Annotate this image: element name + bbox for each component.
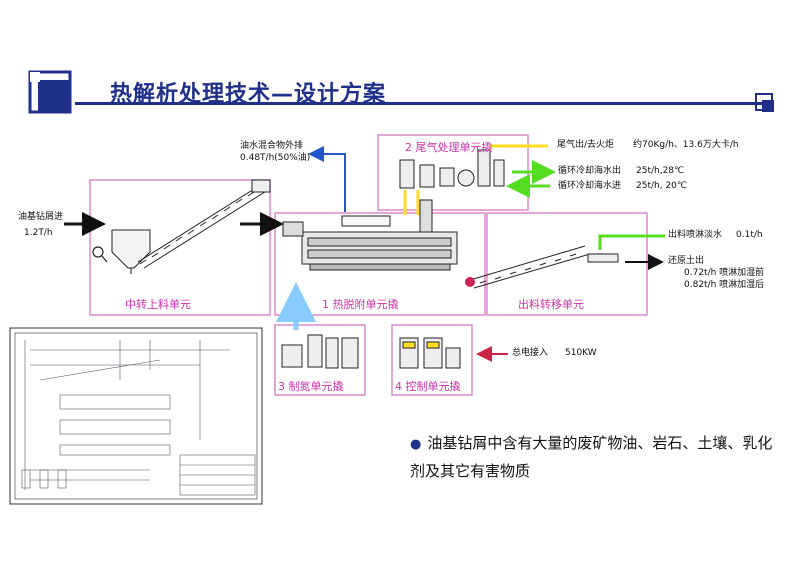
unit-box-discharge [486, 212, 648, 316]
label-cool-out: 循环冷却海水出 [558, 166, 622, 176]
label-feed-in-value: 1.2T/h [24, 228, 53, 238]
feed-hopper [111, 229, 151, 274]
label-soil-after: 0.82t/h 喷淋加湿后 [684, 280, 765, 290]
unit-box-feed [89, 179, 271, 316]
nitrogen-equipment [281, 334, 359, 369]
exhaust-equipment [399, 149, 505, 215]
header-logo-icon [28, 70, 72, 114]
label-cool-out-value: 25t/h,28℃ [636, 166, 685, 176]
label-exhaust: 尾气出/去火炬 [557, 140, 615, 150]
thermal-desorption-drum [282, 199, 458, 271]
control-equipment [399, 337, 461, 369]
title-underline [75, 102, 765, 105]
unit-label-nitrogen: 3 制氮单元撬 [278, 380, 344, 393]
bullet-point: ●油基钻屑中含有大量的废矿物油、岩石、土壤、乳化剂及其它有害物质 [410, 430, 780, 484]
unit-box-nitrogen [274, 324, 366, 396]
label-oil-out-value: 0.48T/h(50%油) [240, 153, 311, 163]
label-power: 总电接入 [512, 348, 549, 358]
arrow-oil-out [308, 146, 346, 212]
label-power-value: 510KW [565, 348, 597, 358]
discharge-conveyor [465, 245, 619, 289]
label-oil-out: 油水混合物外排 [240, 141, 304, 151]
unit-label-feed: 中转上料单元 [125, 298, 191, 311]
label-soil-out: 还原土出 [668, 256, 705, 266]
unit-label-thermal: 1 热脱附单元撬 [322, 298, 399, 311]
bullet-text: 油基钻屑中含有大量的废矿物油、岩石、土壤、乳化剂及其它有害物质 [410, 434, 773, 480]
unit-label-discharge: 出料转移单元 [518, 298, 584, 311]
label-exhaust-value: 约70Kg/h、13.6万大卡/h [633, 140, 739, 150]
label-spray-value: 0.1t/h [736, 230, 763, 240]
magnifier-icon [92, 246, 108, 263]
feed-conveyor [137, 179, 271, 269]
unit-label-exhaust: 2 尾气处理单元撬 [405, 141, 493, 154]
engineering-drawing-thumbnail [9, 327, 263, 505]
unit-box-thermal [274, 212, 486, 316]
bullet-dot-icon: ● [410, 437, 422, 452]
arrow-spray [598, 234, 665, 250]
label-soil-before: 0.72t/h 喷淋加湿前 [684, 268, 765, 278]
label-cool-in-value: 25t/h, 20℃ [636, 181, 687, 191]
unit-box-control [391, 324, 473, 396]
label-cool-in: 循环冷却海水进 [558, 181, 622, 191]
label-spray: 出料喷淋淡水 [668, 230, 723, 240]
unit-label-control: 4 控制单元撬 [395, 380, 461, 393]
label-feed-in: 油基钻屑进 [18, 212, 64, 222]
